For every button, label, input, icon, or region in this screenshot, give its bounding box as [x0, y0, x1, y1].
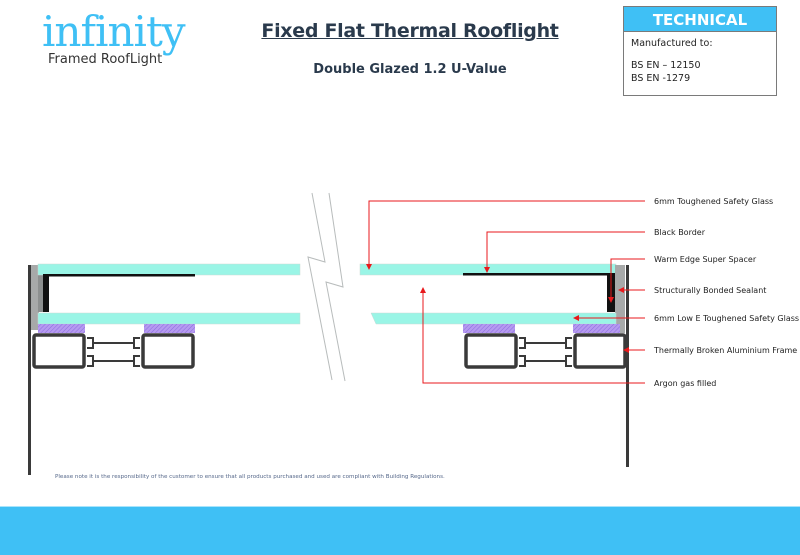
standard-1: BS EN – 12150 — [631, 60, 701, 71]
technical-heading: TECHNICAL — [624, 7, 776, 32]
left-aluminium-frame — [32, 333, 195, 369]
manufactured-to-label: Manufactured to: — [631, 38, 713, 49]
left-gasket-2 — [144, 324, 195, 333]
page-title: Fixed Flat Thermal Rooflight — [261, 20, 559, 42]
standard-2: BS EN -1279 — [631, 73, 691, 84]
callout-warm-edge-spacer: Warm Edge Super Spacer — [654, 255, 757, 264]
callout-argon-gas: Argon gas filled — [654, 379, 717, 388]
right-aluminium-frame — [464, 333, 627, 369]
brand-logo: infinity Framed RoofLight — [40, 7, 210, 68]
right-section — [359, 263, 629, 467]
technical-info-box: TECHNICAL Manufactured to: BS EN – 12150… — [623, 6, 777, 96]
callout-aluminium-frame: Thermally Broken Aluminium Frame — [654, 346, 798, 355]
logo-tagline: Framed RoofLight — [48, 52, 163, 67]
footer-bar — [0, 506, 800, 555]
right-gasket-2 — [573, 324, 620, 333]
left-gasket-1 — [38, 324, 85, 333]
right-black-border — [463, 273, 616, 276]
right-gasket-1 — [463, 324, 515, 333]
left-spacer — [43, 274, 49, 312]
right-upstand-wall — [626, 265, 629, 467]
right-sealant — [615, 265, 625, 333]
left-upstand-wall — [28, 265, 31, 475]
page-subtitle: Double Glazed 1.2 U-Value — [313, 62, 507, 77]
left-bottom-glass — [37, 312, 301, 325]
callout-leaders — [366, 200, 645, 384]
left-section — [28, 263, 301, 475]
left-top-glass — [37, 263, 301, 276]
compliance-disclaimer: Please note it is the responsibility of … — [55, 474, 445, 480]
callout-bonded-sealant: Structurally Bonded Sealant — [654, 286, 767, 295]
callout-black-border: Black Border — [654, 228, 706, 237]
left-sealant — [31, 265, 39, 330]
left-black-border — [43, 274, 195, 277]
callout-toughened-glass: 6mm Toughened Safety Glass — [654, 197, 774, 206]
callout-low-e-glass: 6mm Low E Toughened Safety Glass — [654, 314, 800, 323]
break-lines — [307, 192, 346, 382]
logo-wordmark: infinity — [42, 7, 186, 56]
